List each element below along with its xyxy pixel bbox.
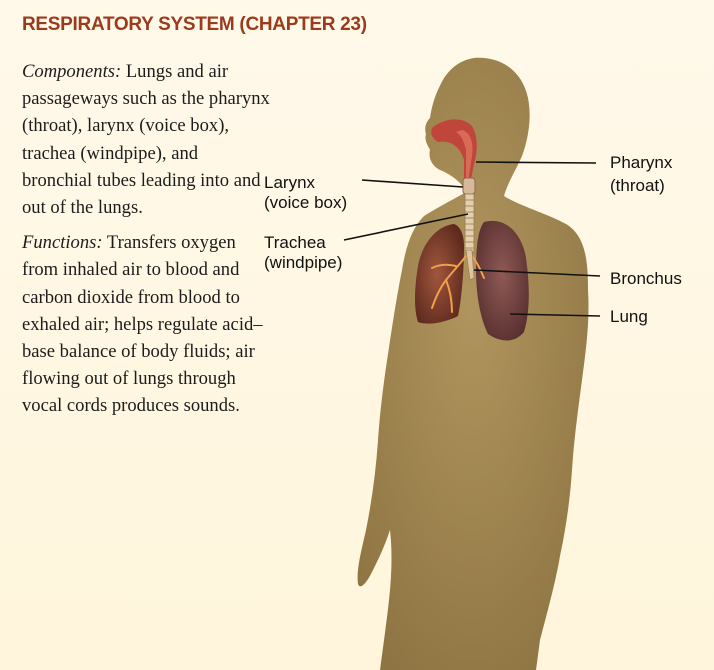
lung-leader <box>509 313 601 317</box>
bronchus-leader <box>473 269 601 277</box>
functions-label: Functions: <box>22 232 103 254</box>
right-lung <box>476 220 529 341</box>
larynx-leader <box>361 179 464 188</box>
body-silhouette <box>357 57 589 670</box>
page-title: RESPIRATORY SYSTEM (CHAPTER 23) <box>22 14 367 35</box>
functions-text: Transfers oxygen from inhaled air to blo… <box>22 232 263 417</box>
bronchus-main <box>465 249 475 281</box>
components-text: Lungs and air passageways such as the ph… <box>22 61 270 219</box>
pharynx-airway <box>456 130 473 182</box>
trachea-leader <box>343 213 469 241</box>
leader-lines <box>343 161 601 317</box>
pharynx-leader <box>475 161 597 164</box>
functions-paragraph: Functions: Transfers oxygen from inhaled… <box>22 229 272 419</box>
label-pharynx: Pharynx <box>610 153 673 172</box>
components-paragraph: Components: Lungs and air passageways su… <box>22 58 272 221</box>
label-lung: Lung <box>610 307 648 326</box>
trachea-rings <box>465 199 474 249</box>
label-bronchus: Bronchus <box>610 269 682 288</box>
description-column: Components: Lungs and air passageways su… <box>22 58 272 428</box>
components-label: Components: <box>22 61 122 82</box>
larynx-shape <box>462 177 476 195</box>
label-trachea-sub: (windpipe) <box>264 253 342 272</box>
trachea-shape <box>464 193 475 253</box>
label-trachea: Trachea <box>264 233 326 252</box>
label-larynx: Larynx <box>264 173 316 192</box>
label-pharynx-sub: (throat) <box>610 176 665 195</box>
label-larynx-sub: (voice box) <box>264 193 347 212</box>
